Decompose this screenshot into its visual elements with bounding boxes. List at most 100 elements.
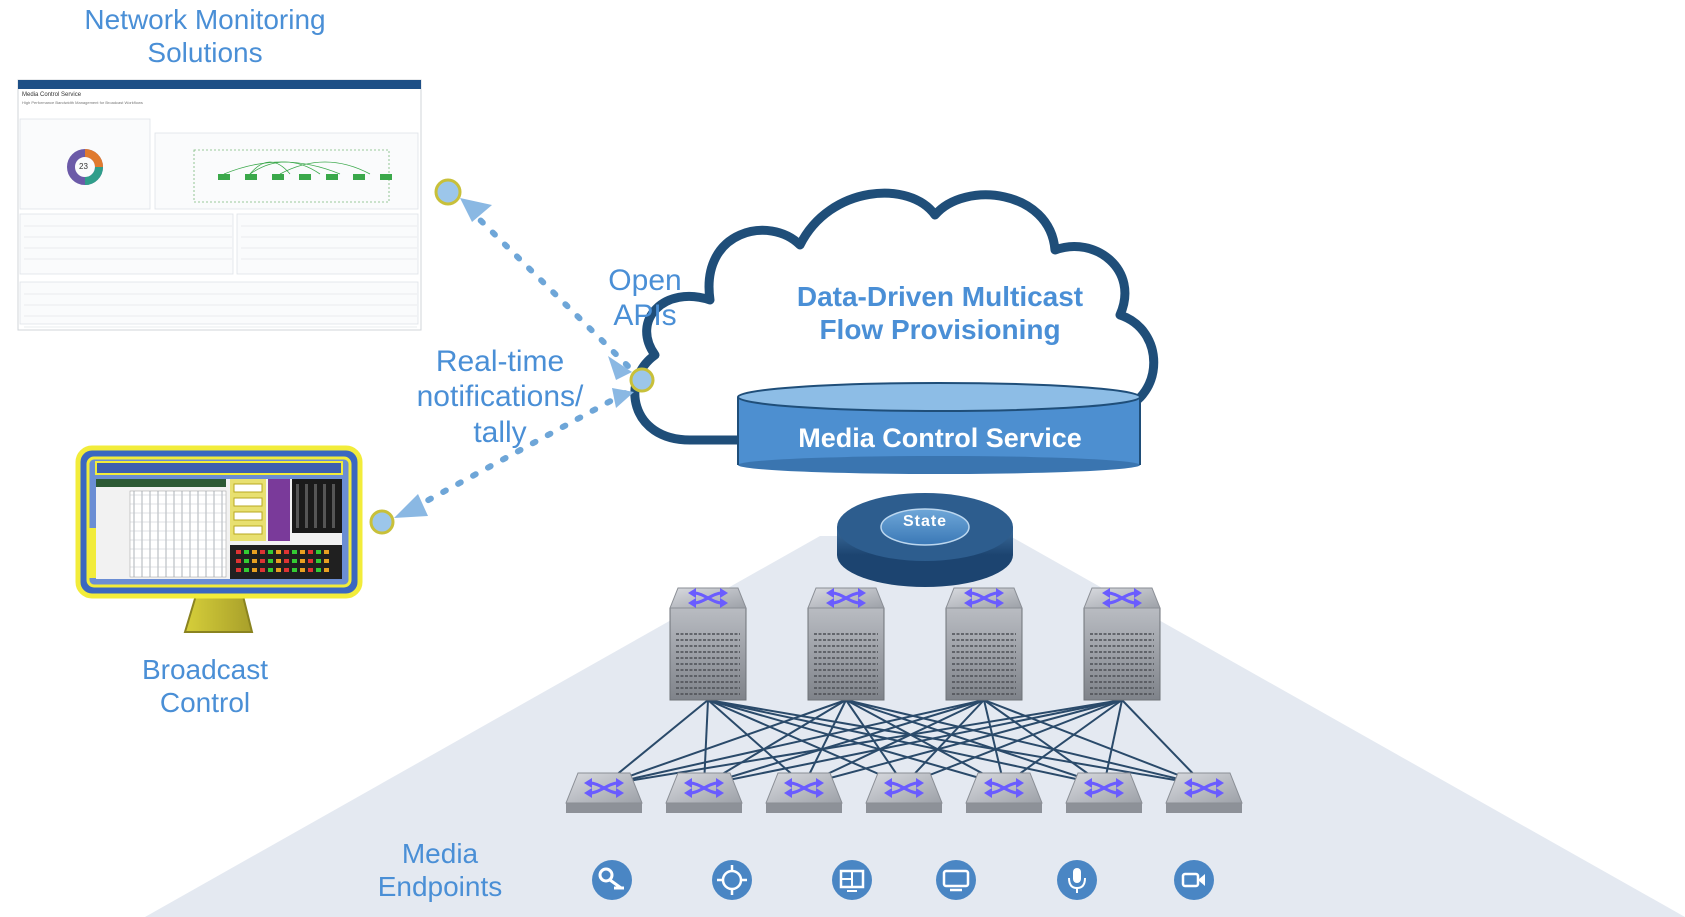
fabric-link [707,699,805,786]
state-label: State [902,513,948,530]
network-monitoring-dashboard [17,79,422,331]
media-endpoints-line1: Media [401,838,479,869]
console-led [284,559,289,563]
console-led [324,568,329,572]
topology-node [245,174,257,180]
leaf-switch [1165,772,1243,813]
fabric-link [603,699,1123,786]
topology-link [249,161,321,175]
fabric-link [603,699,709,786]
dashboard-donut-value: 23 [79,162,88,171]
console-led [244,550,249,554]
fabric-link [603,699,847,786]
fabric-link [707,699,905,786]
console-led [268,559,273,563]
fabric-link [603,699,985,786]
fabric-link [703,699,1123,786]
console-led [252,559,257,563]
realtime-line1: Real-time [435,345,565,378]
console-led [236,559,241,563]
fabric-link [803,699,1123,786]
leaf-switch [765,772,843,813]
console-led [316,568,321,572]
topology-node [380,174,392,180]
fabric-link [1121,699,1205,786]
media-endpoints [592,860,1214,900]
fabric-link [903,699,1123,786]
realtime-line3: tally [473,415,527,449]
satellite-dish-icon [592,860,632,900]
topology-node [218,174,230,180]
console-led [316,559,321,563]
console-led [244,559,249,563]
fabric-link [983,699,1005,786]
console-fader [314,484,317,528]
leaf-switches [565,772,1243,813]
console-panel-button [233,511,263,521]
console-panel-button [233,497,263,507]
console-led [252,550,257,554]
console-led [292,559,297,563]
fabric-link [803,699,847,786]
leaf-switch [965,772,1043,813]
console-led [244,568,249,572]
fabric-link [903,699,985,786]
fabric-link [707,699,1105,786]
spine-switch [1083,587,1161,701]
state-disk [837,493,1013,587]
dashboard-subtitle: High Performance Bandwidth Management fo… [22,100,143,105]
cloud-title-line1: Data-Driven Multicast [796,281,1084,312]
media-endpoints-line2: Endpoints [377,871,503,903]
fabric-link [707,699,1005,786]
media-endpoints-title: Media Endpoints [345,837,535,903]
console-fader [305,484,308,528]
fabric-link [845,699,905,786]
console-led [300,568,305,572]
console-led [236,550,241,554]
spine-switch [807,587,885,701]
console-fader [332,484,335,528]
topology-node [353,174,365,180]
leaf-switch [1065,772,1143,813]
fabric-link [1003,699,1123,786]
spine-switch [945,587,1023,701]
console-led [324,550,329,554]
console-led [268,550,273,554]
arrow-heads [394,198,634,518]
fabric-link [703,699,709,786]
fabric-link [845,699,1205,786]
fabric-link [703,699,985,786]
console-led [300,550,305,554]
console-led [260,568,265,572]
console-led [276,550,281,554]
console-led [292,568,297,572]
fabric-link [845,699,1105,786]
console-led [276,559,281,563]
media-control-service-label: Media Control Service [798,423,1082,453]
multiviewer-icon [832,860,872,900]
fabric-link [803,699,985,786]
console-led [316,550,321,554]
topology-node [326,174,338,180]
connector-dots [369,178,655,535]
console-led [284,550,289,554]
console-led [260,559,265,563]
topology-node [299,174,311,180]
console-led [284,568,289,572]
cloud-title: Data-Driven Multicast Flow Provisioning [760,280,1120,346]
monitor-icon [936,860,976,900]
console-panel-button [233,525,263,535]
router-icon [712,860,752,900]
fabric-links [603,699,1205,786]
media-fabric-pyramid [145,536,1685,917]
console-led [292,550,297,554]
video-camera-icon [1174,860,1214,900]
console-fader [323,484,326,528]
console-led [268,568,273,572]
network-monitoring-line2: Solutions [147,37,263,69]
open-apis-line2: APIs [613,299,677,333]
spine-switches [669,587,1161,701]
fabric-link [1103,699,1123,786]
console-led [276,568,281,572]
media-control-service-db [737,382,1141,474]
